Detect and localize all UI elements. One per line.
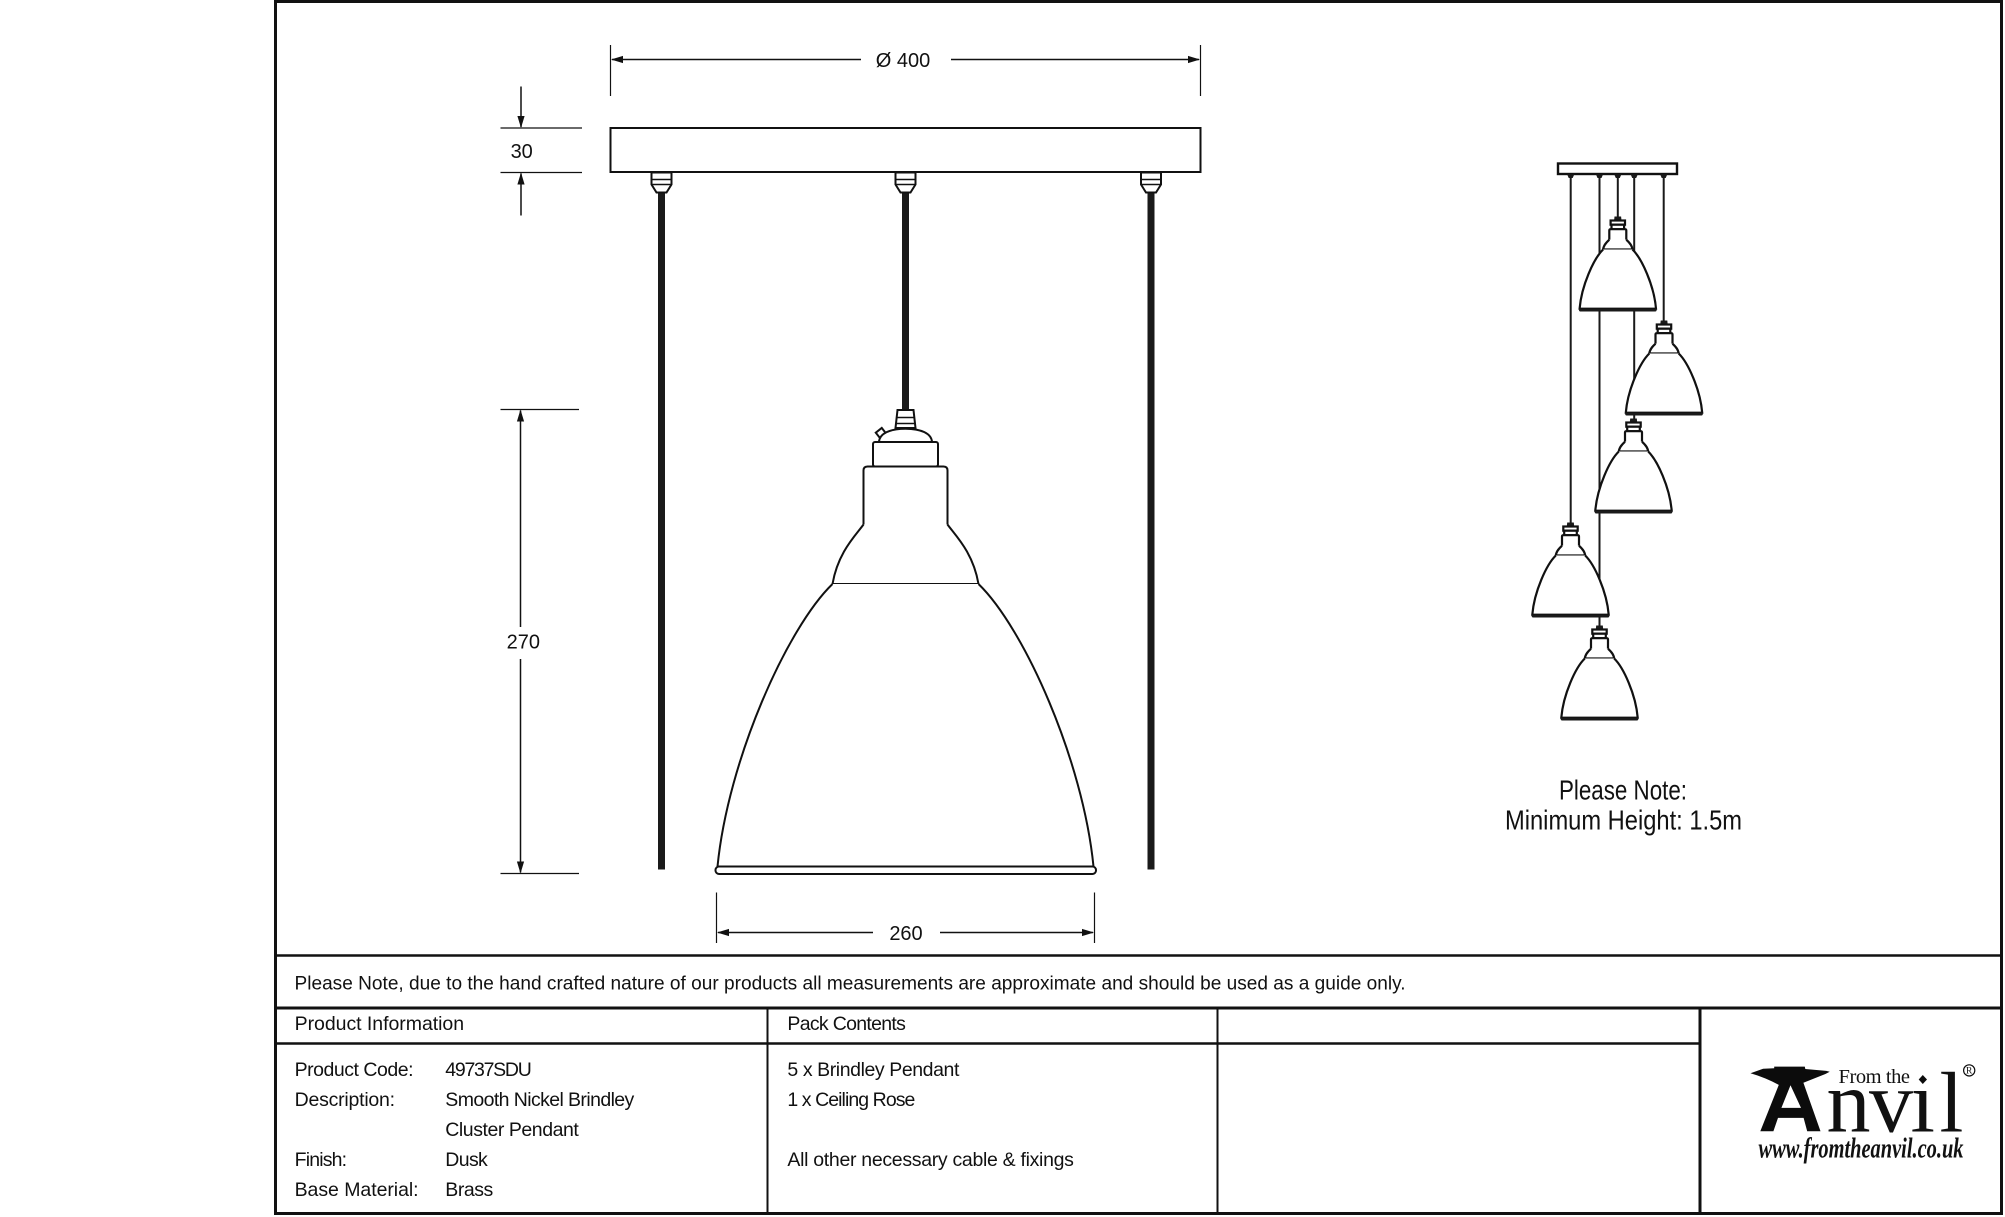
svg-text:R: R (1966, 1067, 1973, 1077)
svg-text:Pack Contents: Pack Contents (787, 1013, 906, 1035)
svg-text:Cluster Pendant: Cluster Pendant (445, 1119, 579, 1141)
svg-text:n: n (1827, 1055, 1871, 1152)
svg-text:Finish:: Finish: (295, 1149, 348, 1171)
svg-text:Please Note:: Please Note: (1559, 775, 1687, 806)
svg-text:Ø 400: Ø 400 (876, 50, 930, 72)
svg-text:Smooth Nickel Brindley: Smooth Nickel Brindley (445, 1089, 634, 1111)
svg-text:Please Note, due to the hand c: Please Note, due to the hand crafted nat… (295, 973, 1406, 995)
svg-text:1 x Ceiling Rose: 1 x Ceiling Rose (787, 1089, 915, 1111)
svg-text:49737SDU: 49737SDU (445, 1059, 532, 1081)
svg-text:30: 30 (511, 141, 533, 163)
svg-text:Brass: Brass (445, 1179, 493, 1201)
svg-text:270: 270 (507, 632, 540, 654)
svg-text:Base Material:: Base Material: (295, 1179, 419, 1201)
svg-text:Dusk: Dusk (445, 1149, 488, 1171)
svg-text:Description:: Description: (295, 1089, 396, 1111)
svg-text:5 x Brindley Pendant: 5 x Brindley Pendant (787, 1059, 960, 1081)
svg-text:260: 260 (889, 923, 922, 945)
svg-text:From the: From the (1839, 1066, 1911, 1088)
svg-text:All other necessary cable & fi: All other necessary cable & fixings (787, 1149, 1074, 1171)
svg-text:Product Information: Product Information (295, 1013, 465, 1035)
svg-text:Product Code:: Product Code: (295, 1059, 414, 1081)
svg-text:Minimum Height: 1.5m: Minimum Height: 1.5m (1505, 805, 1742, 836)
svg-text:ı: ı (1911, 1055, 1935, 1152)
svg-text:v: v (1869, 1055, 1913, 1152)
svg-text:l: l (1940, 1055, 1964, 1151)
svg-text:www.fromtheanvil.co.uk: www.fromtheanvil.co.uk (1759, 1134, 1964, 1165)
